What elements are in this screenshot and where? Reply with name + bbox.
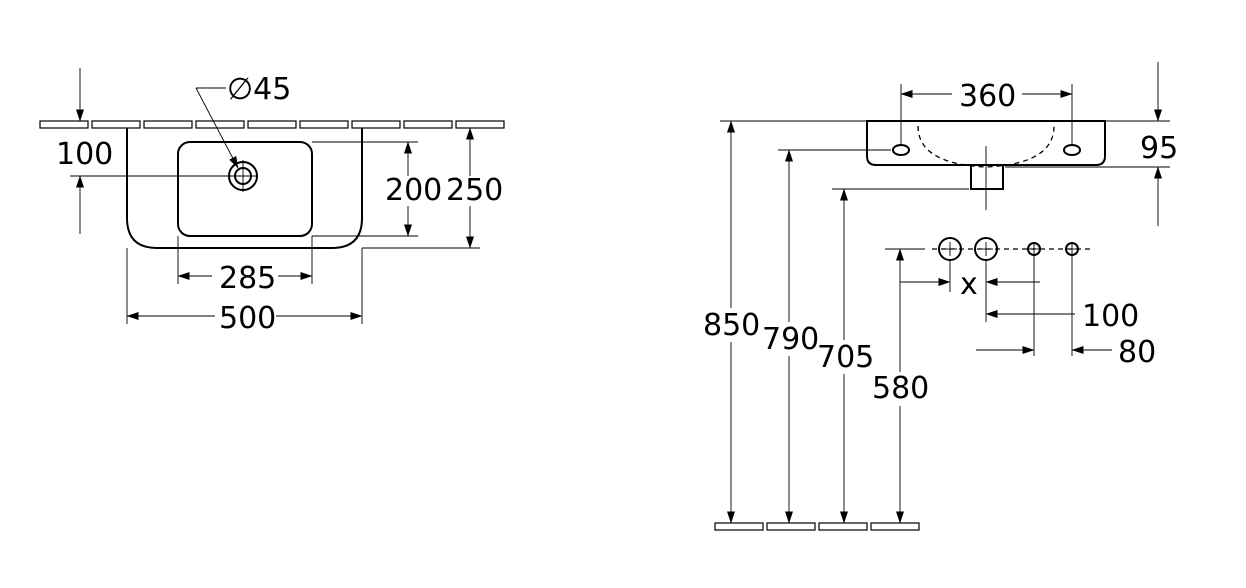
dim-x: x [960,267,978,302]
tap-hole-right [1063,144,1081,156]
tap-hole-left [892,144,910,156]
dim-790: 790 [762,322,819,357]
dim-total-depth: 250 [446,173,503,208]
dim-diameter: ∅45 [227,72,291,107]
dim-850: 850 [703,308,760,343]
plan-view: ∅45 100 200 250 285 500 [39,68,505,336]
waste-outlet [970,164,1004,190]
dim-705: 705 [817,340,874,375]
basin-front [866,120,1106,166]
wall-tiles-top [39,120,505,129]
dim-total-width: 500 [219,301,276,336]
dim-thickness: 95 [1140,131,1178,166]
dim-580: 580 [872,371,929,406]
basin-outline [126,128,363,249]
dim-depth-from-wall: 100 [56,137,113,172]
dim-100: 100 [1082,299,1139,334]
floor-tiles [714,522,920,531]
dim-80: 80 [1118,335,1156,370]
basin-bowl-hidden [917,125,1055,168]
supply-points [932,237,1090,261]
elevation-view: 360 95 850 790 705 580 [703,62,1178,531]
dim-bowl-width: 285 [219,261,276,296]
dim-bowl-depth: 200 [385,173,442,208]
basin-bowl [177,141,313,237]
dim-tap-spacing: 360 [959,79,1016,114]
